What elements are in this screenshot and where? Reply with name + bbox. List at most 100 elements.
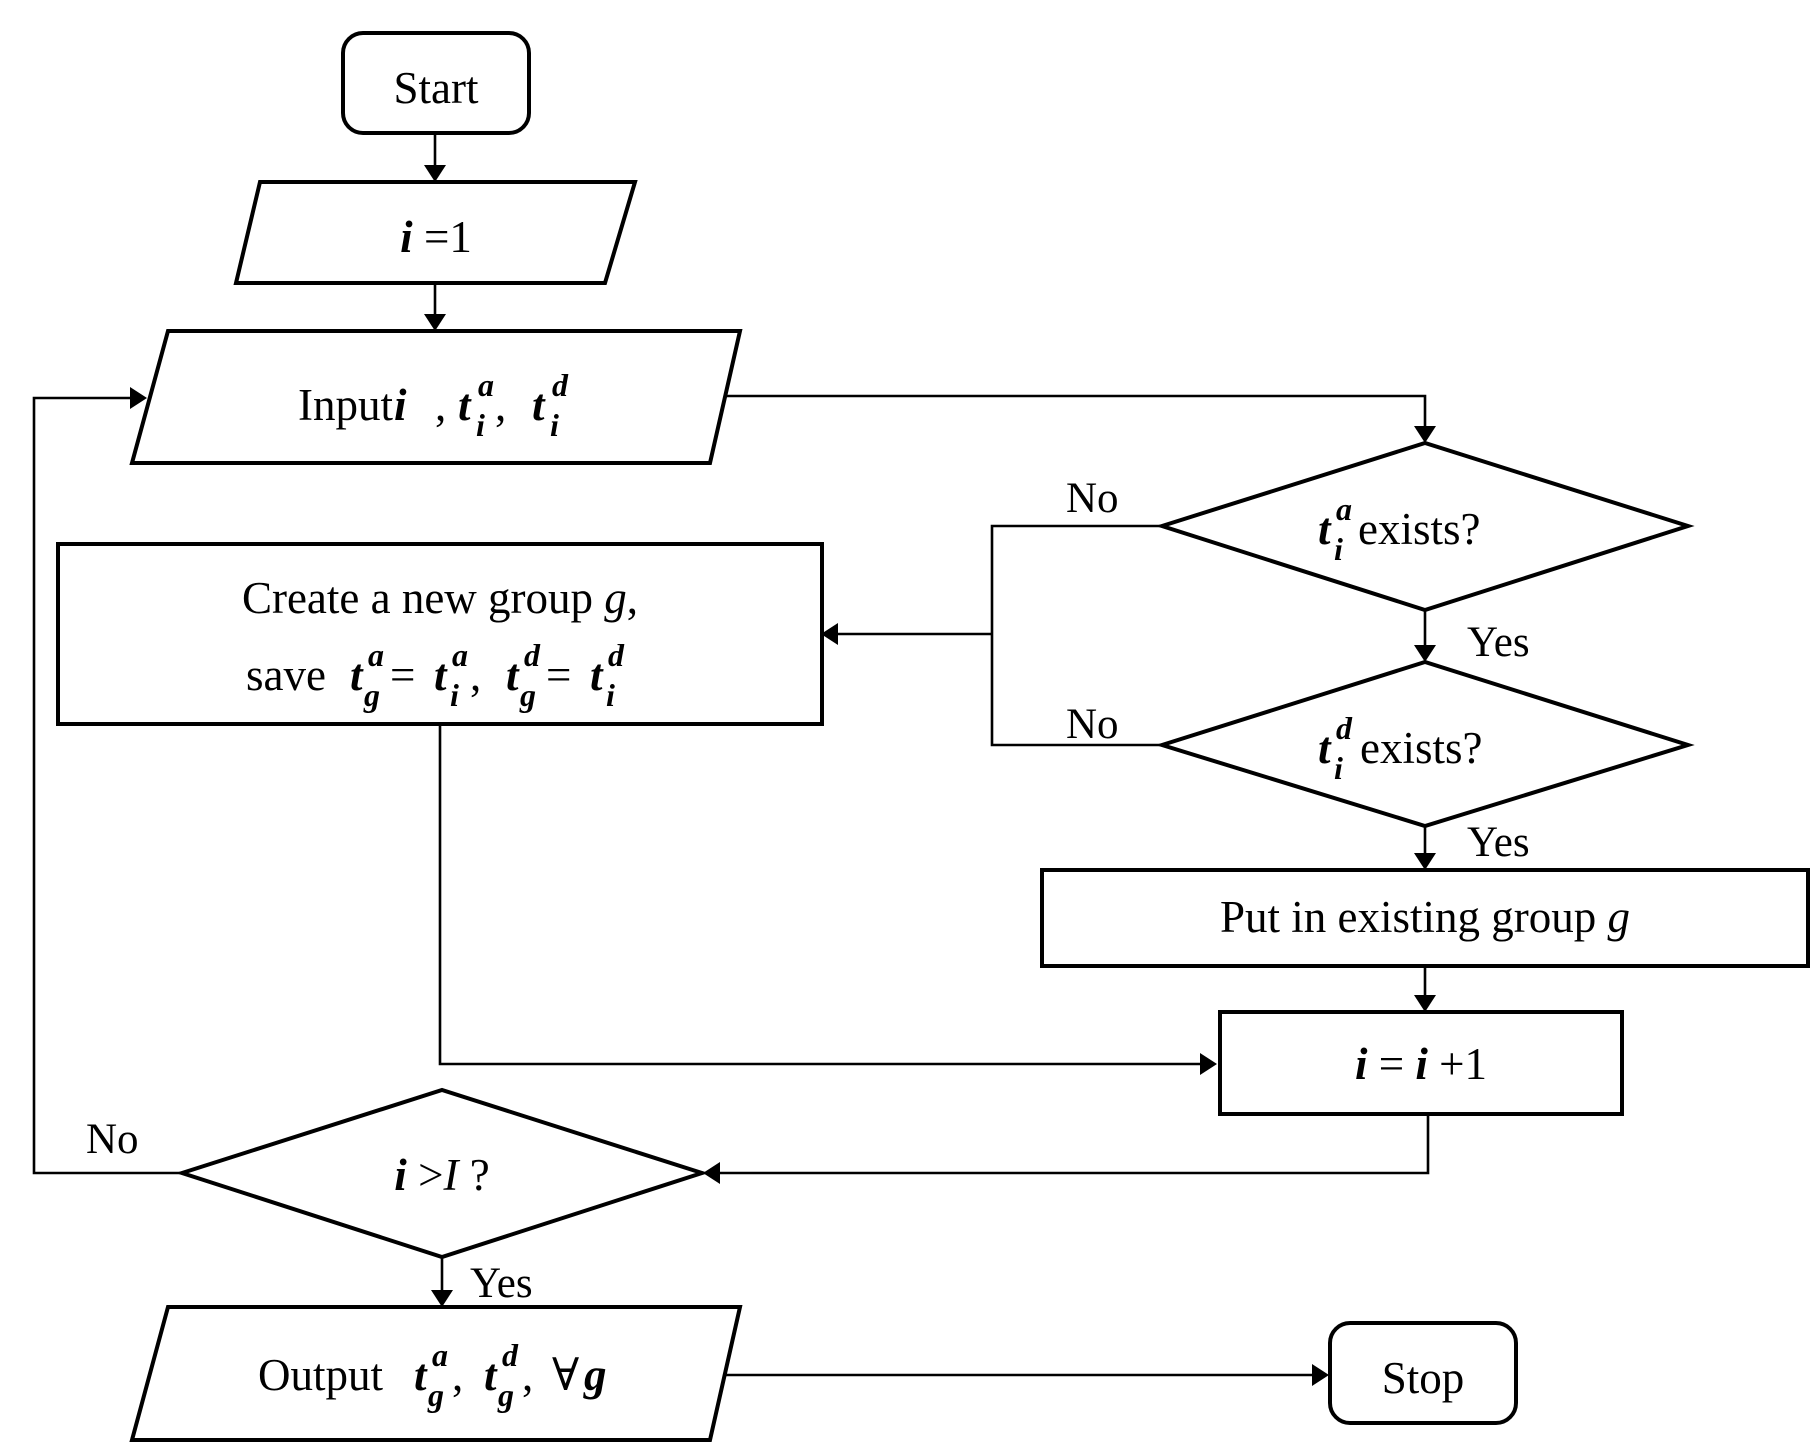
create-sup-gd: d xyxy=(524,637,541,673)
put-label: Put in existing group g xyxy=(1220,892,1630,942)
arrowhead-icon xyxy=(1414,645,1436,662)
arrowhead-icon xyxy=(1414,995,1436,1012)
arrow-input-to-check-a xyxy=(720,394,1427,426)
check-a-decision xyxy=(1155,440,1695,613)
output-sub-a: g xyxy=(427,1377,444,1413)
put-text: Put in existing group xyxy=(1220,892,1608,942)
input-sub-a: i xyxy=(476,407,485,443)
create-t-id: t xyxy=(590,650,604,700)
create-sub-id: i xyxy=(606,677,615,713)
check-a-t: t xyxy=(1318,504,1332,554)
increment-label: i = i +1 xyxy=(1355,1039,1487,1089)
output-g: g xyxy=(583,1350,607,1400)
output-sup-d: d xyxy=(502,1337,519,1373)
output-forall: ∀ xyxy=(552,1350,579,1400)
arrowhead-icon xyxy=(424,165,446,182)
check-end-no-label: No xyxy=(86,1116,139,1163)
increment-i1: i xyxy=(1355,1039,1368,1089)
check-d-rest: exists? xyxy=(1360,723,1482,773)
input-sub-d: i xyxy=(550,407,559,443)
check-a-yes-label: Yes xyxy=(1467,619,1530,666)
create-comma: , xyxy=(470,650,481,700)
check-end-q: ? xyxy=(458,1150,489,1200)
check-d-sub: i xyxy=(1334,750,1343,786)
input-comma-1: , xyxy=(435,380,446,430)
create-line-1-text: Create a new group xyxy=(242,573,604,623)
create-line-1-end: , xyxy=(627,573,638,623)
arrow-loop-back xyxy=(32,396,182,1175)
init-parallelogram xyxy=(233,180,638,285)
check-end-label: i >I ? xyxy=(394,1150,489,1200)
check-d-t: t xyxy=(1318,723,1332,773)
check-d-yes-label: Yes xyxy=(1467,819,1530,866)
create-sup-ia: a xyxy=(452,637,468,673)
output-comma-1: , xyxy=(452,1350,463,1400)
start-terminal xyxy=(341,31,531,135)
put-var: g xyxy=(1608,892,1631,942)
arrowhead-icon xyxy=(130,387,147,409)
check-end-rest: > xyxy=(407,1150,444,1200)
input-sup-d: d xyxy=(552,367,569,403)
check-end-cap-i: I xyxy=(442,1150,460,1200)
increment-i2: i xyxy=(1415,1039,1428,1089)
output-t-a: t xyxy=(414,1350,428,1400)
input-i: i xyxy=(394,380,407,430)
input-sup-a: a xyxy=(478,367,494,403)
output-t-d: t xyxy=(484,1350,498,1400)
arrowhead-icon xyxy=(431,1290,453,1307)
create-line-1-var: g xyxy=(604,573,627,623)
init-var: i xyxy=(400,212,413,262)
check-d-label: t d i exists? xyxy=(1318,710,1482,786)
check-a-sub: i xyxy=(1334,531,1343,567)
init-rest: =1 xyxy=(413,212,472,262)
check-a-rest: exists? xyxy=(1358,504,1480,554)
arrowhead-icon xyxy=(1414,426,1436,443)
create-eq-2: = xyxy=(546,650,571,700)
stop-terminal xyxy=(1328,1321,1518,1425)
check-end-i: i xyxy=(394,1150,407,1200)
output-comma-2: , xyxy=(522,1350,533,1400)
input-comma-2: , xyxy=(495,380,506,430)
create-sub-ga: g xyxy=(363,677,380,713)
increment-box xyxy=(1218,1010,1624,1116)
input-word: Input xyxy=(298,380,393,430)
create-line-1: Create a new group g, xyxy=(242,573,638,623)
create-eq-1: = xyxy=(390,650,415,700)
create-sub-gd: g xyxy=(519,677,536,713)
arrowhead-icon xyxy=(703,1162,720,1184)
check-d-sup: d xyxy=(1336,710,1353,746)
create-sup-ga: a xyxy=(368,637,384,673)
increment-eq: = xyxy=(1367,1039,1415,1089)
output-label: Output t a g , t d g , ∀ g xyxy=(258,1337,607,1413)
create-group-box xyxy=(56,542,824,726)
arrowhead-icon xyxy=(1200,1053,1217,1075)
input-t-d: t xyxy=(532,380,546,430)
input-parallelogram xyxy=(129,329,743,465)
output-sub-d: g xyxy=(497,1377,514,1413)
check-a-label: t a i exists? xyxy=(1318,491,1480,567)
arrow-create-to-increment xyxy=(438,724,1200,1066)
increment-rest: +1 xyxy=(1428,1039,1487,1089)
output-parallelogram xyxy=(129,1305,743,1442)
init-label: i =1 xyxy=(400,212,472,262)
arrow-increment-to-check-end xyxy=(720,1114,1430,1175)
create-t-gd: t xyxy=(506,650,520,700)
arrowhead-icon xyxy=(424,314,446,331)
check-d-decision xyxy=(1155,659,1695,829)
output-sup-a: a xyxy=(432,1337,448,1373)
check-d-no-label: No xyxy=(1066,701,1119,748)
check-end-decision xyxy=(175,1087,709,1260)
arrow-no-branches xyxy=(990,524,1162,747)
create-sup-id: d xyxy=(608,637,625,673)
input-label: Input i , t a i , t d i xyxy=(298,367,569,443)
arrowhead-icon xyxy=(821,623,838,645)
check-a-sup: a xyxy=(1336,491,1352,527)
stop-label: Stop xyxy=(1382,1353,1465,1403)
arrowhead-icon xyxy=(1414,853,1436,870)
put-existing-box xyxy=(1040,868,1810,968)
check-end-yes-label: Yes xyxy=(470,1260,533,1307)
connectors xyxy=(32,133,1436,1386)
create-t-ga: t xyxy=(350,650,364,700)
input-t-a: t xyxy=(458,380,472,430)
